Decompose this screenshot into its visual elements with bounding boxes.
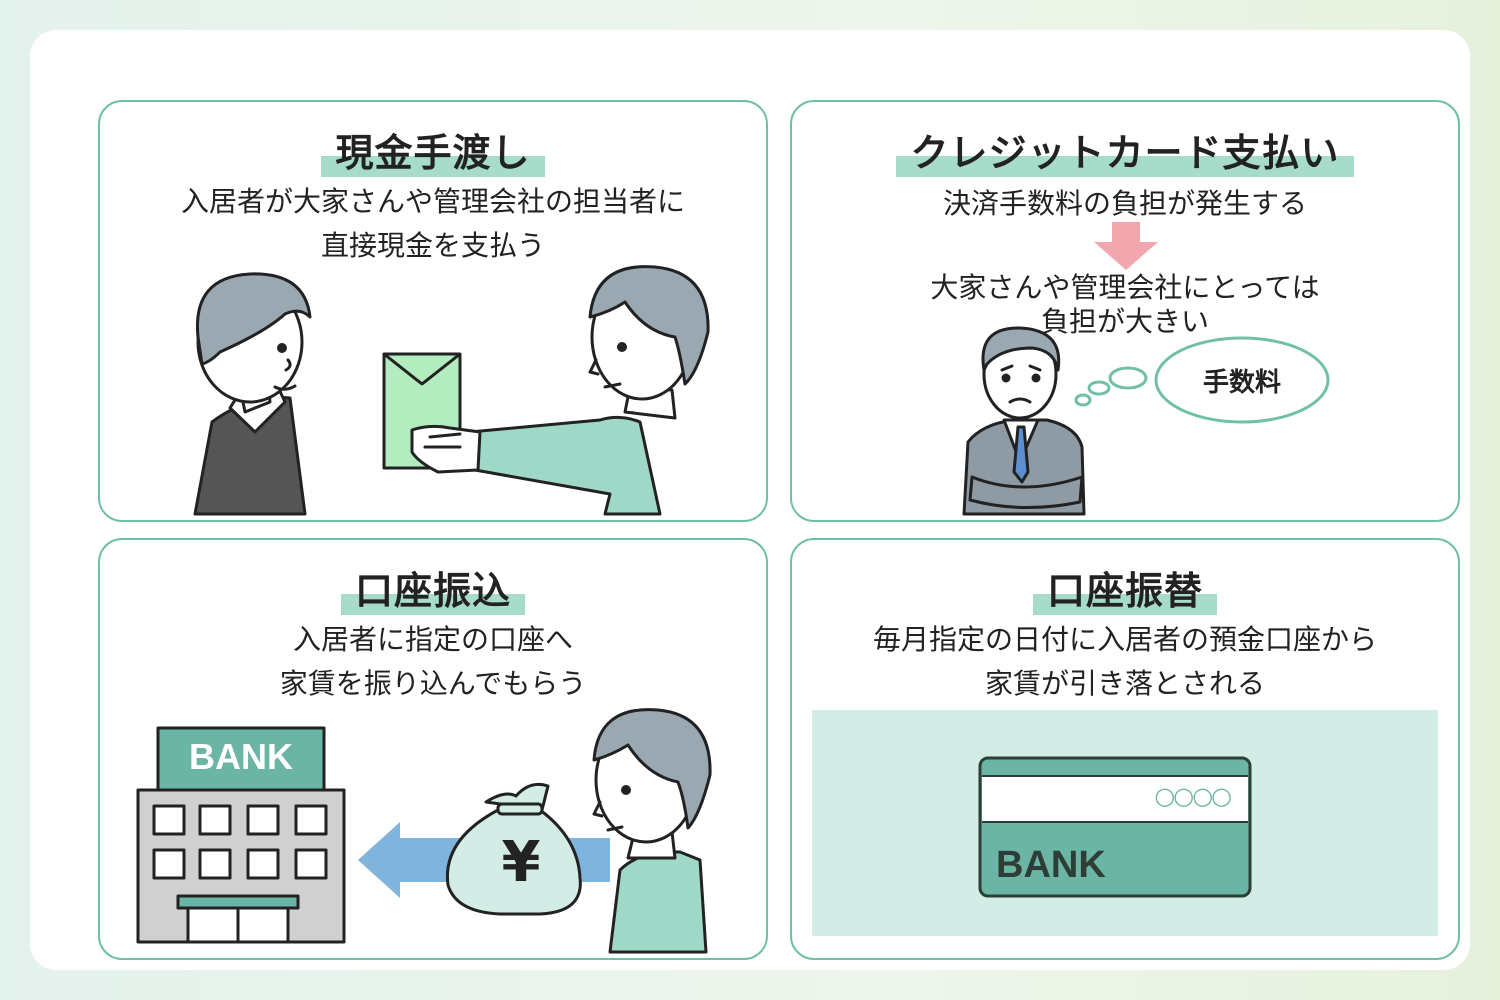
panel-desc-debit: 毎月指定の日付に入居者の預金口座から 家賃が引き落とされる	[872, 623, 1377, 700]
bank-sign-text: BANK	[189, 736, 293, 777]
bank-transfer-illustration	[136, 708, 712, 954]
worried-landlord-illustration	[962, 326, 1330, 516]
card-number-text: ○○○○	[1154, 782, 1232, 810]
panel-desc-credit-1: 決済手数料の負担が発生する	[942, 187, 1307, 220]
panel-credit: クレジットカード支払い 決済手数料の負担が発生する 大家さんや管理会社にとっては…	[790, 100, 1460, 522]
panel-title-transfer: 口座振込	[100, 560, 766, 615]
bank-building-icon	[136, 726, 346, 944]
cash-handover-illustration	[193, 265, 710, 516]
yen-symbol: ¥	[501, 830, 541, 895]
panel-transfer: 口座振込 入居者に指定の口座へ 家賃を振り込んでもらう	[98, 538, 768, 960]
tenant-figure-transfer	[592, 708, 712, 954]
money-bag-icon	[445, 782, 582, 916]
panel-desc-cash: 入居者が大家さんや管理会社の担当者に 直接現金を支払う	[180, 185, 685, 262]
panel-title-credit: クレジットカード支払い	[792, 122, 1458, 177]
panel-title-debit: 口座振替	[792, 560, 1458, 615]
panel-desc-credit-2: 大家さんや管理会社にとっては 負担が大きい	[930, 271, 1320, 338]
panel-debit: 口座振替 毎月指定の日付に入居者の預金口座から 家賃が引き落とされる ○○○○ …	[790, 538, 1460, 960]
thought-bubble	[1074, 336, 1330, 424]
panel-desc-transfer: 入居者に指定の口座へ 家賃を振り込んでもらう	[279, 623, 587, 700]
panel-title-cash: 現金手渡し	[100, 122, 766, 177]
bank-card-icon	[978, 756, 1252, 898]
panel-cash: 現金手渡し 入居者が大家さんや管理会社の担当者に 直接現金を支払う	[98, 100, 768, 522]
card-bank-text: BANK	[996, 844, 1106, 886]
thought-text: 手数料	[1202, 368, 1281, 398]
landlord-figure	[410, 265, 710, 516]
tenant-figure	[193, 272, 312, 516]
infographic-sheet: 現金手渡し 入居者が大家さんや管理会社の担当者に 直接現金を支払う	[30, 30, 1470, 970]
down-arrow-icon	[1094, 222, 1158, 270]
